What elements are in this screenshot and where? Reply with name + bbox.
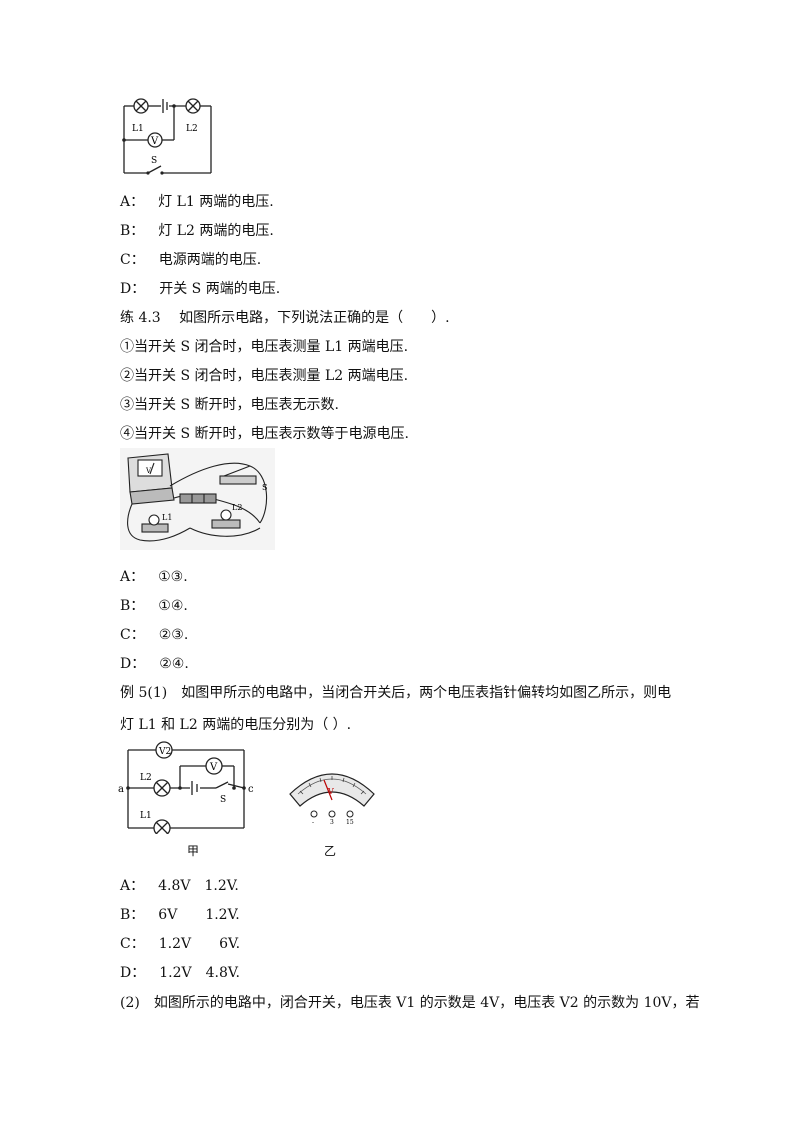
option-text: 开关 S 两端的电压. xyxy=(159,281,281,297)
voltmeter-label: V xyxy=(150,136,159,147)
q4-3-stem: 练 4.3 如图所示电路，下列说法正确的是（ ）. xyxy=(120,310,450,326)
q4-2-option-d: D： 开关 S 两端的电压. xyxy=(120,280,280,298)
node-a-label: a xyxy=(118,784,124,795)
option-text: 灯 L1 两端的电压. xyxy=(158,194,274,210)
option-text: 6V 1.2V. xyxy=(158,907,240,923)
apparatus-photo-q4-3: V S L1 L2 xyxy=(120,448,275,550)
lamp-l1-label: L1 xyxy=(132,124,144,134)
q5-1-stem-line1: 例 5(1) 如图甲所示的电路中，当闭合开关后，两个电压表指针偏转均如图乙所示，… xyxy=(120,685,672,701)
photo-lamp-l1-label: L1 xyxy=(162,513,172,522)
option-key: A： xyxy=(120,569,145,585)
circuit-diagram-q4-2: L1 L2 V S xyxy=(122,98,212,175)
node-c-label: c xyxy=(248,784,254,795)
q5-1-stem-line2: 灯 L1 和 L2 两端的电压分别为（ ）. xyxy=(120,717,352,733)
lamp-l2-label: L2 xyxy=(186,124,198,134)
figure-jia-caption: 甲 xyxy=(187,844,200,858)
voltmeter-v-label: V xyxy=(209,762,218,773)
q4-3-statement-2: ②当开关 S 闭合时，电压表测量 L2 两端电压. xyxy=(120,368,409,384)
option-key: D： xyxy=(120,281,146,297)
voltmeter-dial-yi: V - 3 15 xyxy=(289,773,375,824)
q5-1-option-b: B： 6V 1.2V. xyxy=(120,906,240,924)
option-key: C： xyxy=(120,627,145,643)
option-text: 灯 L2 两端的电压. xyxy=(158,223,274,239)
q4-3-statement-4: ④当开关 S 断开时，电压表示数等于电源电压. xyxy=(120,426,409,442)
q4-2-option-b: B： 灯 L2 两端的电压. xyxy=(120,222,274,240)
lamp-l1-label: L1 xyxy=(140,811,152,821)
lamp-l2-label: L2 xyxy=(140,773,152,783)
option-text: ①④. xyxy=(158,598,188,614)
q5-1-option-a: A： 4.8V 1.2V. xyxy=(120,877,239,895)
option-key: B： xyxy=(120,223,145,239)
option-text: ①③. xyxy=(158,569,188,585)
switch-s-label: S xyxy=(151,156,157,166)
q4-3-option-d: D： ②④. xyxy=(120,655,189,673)
option-key: D： xyxy=(120,656,146,672)
option-key: B： xyxy=(120,907,145,923)
q4-2-option-a: A： 灯 L1 两端的电压. xyxy=(120,193,274,211)
q4-2-option-c: C： 电源两端的电压. xyxy=(120,251,261,269)
option-key: C： xyxy=(120,252,145,268)
option-text: ②④. xyxy=(159,656,189,672)
option-text: ②③. xyxy=(158,627,189,643)
option-key: C： xyxy=(120,936,145,952)
photo-voltmeter-label: V xyxy=(145,467,152,475)
q5-1-option-c: C： 1.2V 6V. xyxy=(120,935,240,953)
option-key: D： xyxy=(120,965,146,981)
figure-yi-caption: 乙 xyxy=(324,844,337,858)
terminal-15-label: 15 xyxy=(346,819,354,824)
option-text: 4.8V 1.2V. xyxy=(158,878,239,894)
q4-3-statement-1: ①当开关 S 闭合时，电压表测量 L1 两端电压. xyxy=(120,339,409,355)
terminal-3-label: 3 xyxy=(330,819,334,824)
q4-3-option-c: C： ②③. xyxy=(120,626,188,644)
photo-switch-label: S xyxy=(262,483,267,492)
q4-3-statement-3: ③当开关 S 断开时，电压表无示数. xyxy=(120,397,339,413)
photo-lamp-l2-label: L2 xyxy=(232,503,242,512)
circuit-diagram-jia: a c V2 V L2 L1 S xyxy=(118,741,254,834)
q4-3-option-b: B： ①④. xyxy=(120,597,188,615)
q4-3-option-a: A： ①③. xyxy=(120,568,188,586)
option-key: A： xyxy=(120,878,145,894)
terminal-minus-label: - xyxy=(312,819,314,824)
option-text: 1.2V 4.8V. xyxy=(159,965,240,981)
option-text: 电源两端的电压. xyxy=(158,252,262,268)
option-text: 1.2V 6V. xyxy=(158,936,241,952)
option-key: A： xyxy=(120,194,145,210)
dial-v-label: V xyxy=(327,787,334,796)
q5-1-option-d: D： 1.2V 4.8V. xyxy=(120,964,240,982)
switch-s-label: S xyxy=(220,795,226,805)
option-key: B： xyxy=(120,598,145,614)
voltmeter-v2-label: V2 xyxy=(158,747,171,757)
q5-2-stem: (2) 如图所示的电路中，闭合开关，电压表 V1 的示数是 4V，电压表 V2 … xyxy=(120,995,700,1011)
